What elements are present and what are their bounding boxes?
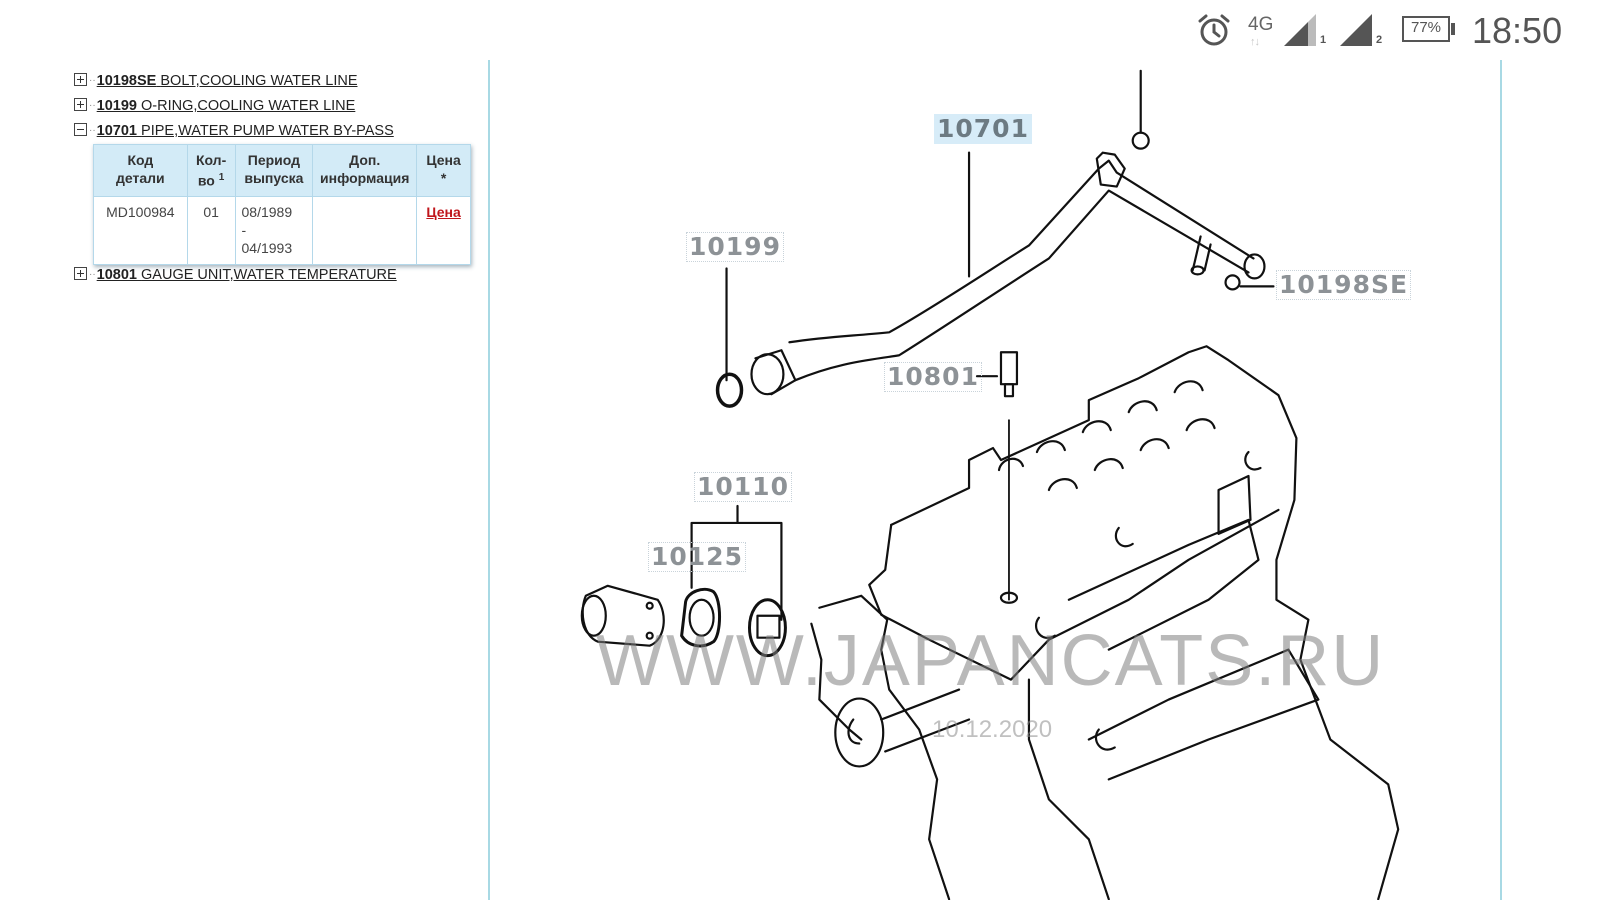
price-link[interactable]: Цена xyxy=(426,203,461,220)
gasket-10125 xyxy=(680,587,722,648)
cell-period: 08/1989-04/1993 xyxy=(234,195,314,265)
engine-drawing xyxy=(580,69,1400,900)
header-extra-info: Доп.информация xyxy=(312,144,418,197)
engine-front xyxy=(818,594,951,900)
watermark: WWW.JAPANCATS.RU xyxy=(596,621,1386,701)
status-bar: 4G ↑↓ 1 2 77% 18:50 xyxy=(0,0,1600,60)
leader-line xyxy=(690,521,783,621)
header-price: Цена* xyxy=(416,144,471,197)
cell-quantity: 01 xyxy=(186,195,236,265)
water-pump-pulley xyxy=(834,697,885,768)
alarm-clock-icon xyxy=(1196,12,1232,48)
head-bump xyxy=(1093,458,1124,472)
callout-10125[interactable]: 10125 xyxy=(648,542,746,572)
sim2-label: 2 xyxy=(1376,34,1383,46)
network-indicator: 4G ↑↓ xyxy=(1248,10,1278,50)
battery-percent: 77% xyxy=(1410,19,1442,36)
gauge-unit-stem xyxy=(1003,383,1015,398)
pipe-10701-lower xyxy=(794,189,1250,382)
tree-item-link[interactable]: 10701 PIPE,WATER PUMP WATER BY-PASS xyxy=(96,123,394,139)
thermostat-valve xyxy=(756,614,781,639)
callout-10801[interactable]: 10801 xyxy=(884,362,982,392)
tree-item[interactable]: ··10198SE BOLT,COOLING WATER LINE xyxy=(74,68,484,93)
pipe-end-fitting xyxy=(1243,253,1266,280)
clock-time: 18:50 xyxy=(1472,10,1563,51)
callout-10110[interactable]: 10110 xyxy=(694,472,792,502)
tree-item-link[interactable]: 10199 O-RING,COOLING WATER LINE xyxy=(96,98,356,114)
tree-connector: ·· xyxy=(89,269,96,280)
callout-10198se[interactable]: 10198SE xyxy=(1276,270,1412,300)
expand-icon[interactable] xyxy=(74,73,87,86)
signal-sim1-icon: 1 xyxy=(1282,14,1330,48)
pipe-inlet-collar xyxy=(754,349,797,396)
collapse-icon[interactable] xyxy=(74,123,87,136)
diagram-left-border xyxy=(488,60,490,900)
cell-price: Цена xyxy=(416,195,471,265)
fitting-hole xyxy=(645,601,654,610)
intake-flange xyxy=(1067,518,1260,651)
pump-shaft xyxy=(880,688,971,753)
expand-icon[interactable] xyxy=(74,98,87,111)
tree-item[interactable]: ··10199 O-RING,COOLING WATER LINE xyxy=(74,93,484,118)
watermark-date: 10.12.2020 xyxy=(932,716,1053,743)
bracket-hole xyxy=(1190,265,1205,276)
head-bump xyxy=(1035,440,1066,454)
water-pump-housing xyxy=(810,622,863,741)
sim1-label: 1 xyxy=(1320,34,1327,46)
block-port xyxy=(1094,728,1116,751)
tree-item-link[interactable]: 10801 GAUGE UNIT,WATER TEMPERATURE xyxy=(96,267,397,283)
tree-item[interactable]: ··10701 PIPE,WATER PUMP WATER BY-PASS xyxy=(74,118,484,143)
bolt-10198sd xyxy=(1131,131,1150,150)
tree-connector: ·· xyxy=(89,75,96,86)
head-bump xyxy=(1081,420,1112,434)
head-port xyxy=(1244,450,1262,471)
fitting-hole xyxy=(645,631,654,640)
callout-10701[interactable]: 10701 xyxy=(934,114,1032,144)
head-bump xyxy=(1185,418,1216,432)
pulley-center xyxy=(847,718,861,745)
header-quantity: Кол-во 1 xyxy=(186,144,236,197)
pipe-junction xyxy=(1095,151,1126,188)
cell-extra-info xyxy=(312,195,418,265)
bolt-10198se xyxy=(1224,274,1241,291)
o-ring-10199 xyxy=(715,372,744,408)
expand-icon[interactable] xyxy=(74,267,87,280)
network-type: 4G xyxy=(1248,14,1274,35)
cell-part-code: MD100984 xyxy=(93,195,188,265)
diagram-right-border xyxy=(1500,60,1502,900)
tree-item-link[interactable]: 10198SE BOLT,COOLING WATER LINE xyxy=(96,73,358,89)
tree-connector: ·· xyxy=(89,125,96,136)
water-outlet-neck xyxy=(580,594,607,637)
gasket-opening xyxy=(688,598,715,637)
head-bump xyxy=(1047,478,1078,492)
gauge-port xyxy=(999,591,1019,604)
signal-sim2-icon: 2 xyxy=(1338,14,1386,48)
thermostat-10110 xyxy=(747,598,787,658)
head-bump xyxy=(1127,400,1158,414)
head-bump xyxy=(1139,438,1170,452)
head-port xyxy=(1114,526,1134,548)
engine-head-lower xyxy=(868,508,1280,681)
engine-boss xyxy=(1217,474,1252,535)
parts-diagram: WWW.JAPANCATS.RU 10.12.2020 10701 10199 … xyxy=(490,60,1500,900)
oil-pan-rail xyxy=(1087,648,1320,781)
flange-port xyxy=(1034,616,1056,639)
tree-item[interactable]: ··10801 GAUGE UNIT,WATER TEMPERATURE xyxy=(74,262,484,287)
battery-icon: 77% xyxy=(1402,16,1456,42)
engine-side xyxy=(1027,678,1110,900)
head-bump xyxy=(1173,380,1204,394)
pipe-inlet-end xyxy=(750,353,785,396)
tree-connector: ·· xyxy=(89,100,96,111)
data-arrows-icon: ↑↓ xyxy=(1250,36,1260,48)
table-row: MD100984 01 08/1989-04/1993 Цена xyxy=(93,195,471,265)
head-bump xyxy=(997,457,1025,472)
pipe-10701-upper xyxy=(788,159,1255,344)
parts-tree: ··10198SE BOLT,COOLING WATER LINE ··1019… xyxy=(74,68,484,287)
gauge-unit-10801 xyxy=(999,351,1019,386)
callout-10199[interactable]: 10199 xyxy=(686,232,784,262)
